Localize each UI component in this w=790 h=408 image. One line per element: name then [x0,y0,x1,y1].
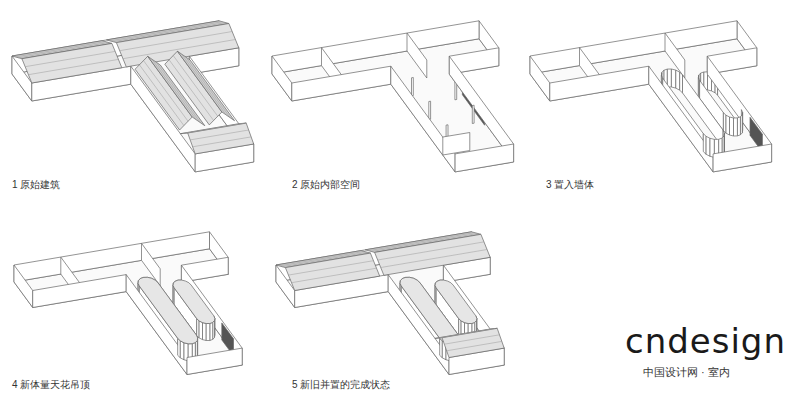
step-caption: 1 原始建筑 [12,179,60,191]
outer-wall [530,21,737,74]
roof-tile-line [183,124,242,134]
outer-wall [292,66,391,101]
roof-slope [165,51,222,125]
roof-tile-line [19,43,109,58]
roof-slope [188,123,254,154]
curved-wall [734,118,738,136]
roof-tile-line [186,57,231,118]
axonometric-drawing [272,21,514,172]
step-caption: 5 新旧并置的完成状态 [292,379,390,391]
logo-subtitle: 中国设计网 · 室内 [643,366,730,379]
curved-wall [203,323,207,341]
roof-tile-line [444,335,499,344]
roof-tile-line [182,54,227,115]
roof-tile-line [368,233,474,251]
outer-wall [14,265,33,308]
roof-slope [375,234,491,275]
roof-tile-line [28,59,118,74]
outer-wall [33,275,127,308]
column [472,105,474,123]
curved-wall [680,72,683,93]
roof-tile-line [437,329,492,338]
roof-tile-line [381,250,487,268]
outer-wall [530,56,550,101]
curved-wall [730,117,734,136]
roof-tile-line [288,261,373,275]
roof-tile-line [113,23,226,42]
curved-wall [726,115,730,135]
axonometric-drawing [14,232,242,375]
roof-tile-line [190,130,249,140]
column [429,101,431,119]
roof-slope [22,43,122,83]
step-caption: 4 新体量天花吊顶 [12,379,90,391]
outer-wall [391,66,455,172]
outer-wall [272,56,292,101]
curved-wall [737,117,740,136]
outer-wall [713,144,772,172]
curved-wall [723,113,726,134]
curved-wall [199,321,202,340]
outer-wall [187,348,242,374]
ceiling-volume [173,280,215,323]
curved-wall [180,341,184,360]
outer-wall [455,144,513,172]
roof-tile-line [292,268,377,283]
outer-wall [649,66,713,172]
roof-tile-line [193,137,252,147]
roof-tile-line [15,42,105,57]
partition-wall [407,33,427,78]
roof-tile-line [120,32,233,51]
roof-slope [442,328,504,357]
curved-wall [440,338,443,358]
roof-tile-line [110,22,222,41]
roof-tile-line [372,234,478,252]
roof-tile-line [447,341,502,350]
ceiling-volume [435,280,477,323]
roof-slope [285,253,379,290]
roof-tile-line [173,56,218,117]
curved-wall [671,69,675,88]
curved-wall [210,322,213,340]
curved-wall [706,136,710,156]
step-caption: 2 原始内部空间 [292,179,360,191]
roof-tile-line [169,60,214,121]
curved-wall [676,70,680,90]
axonometric-drawing [530,21,772,172]
axonometric-drawing [12,21,254,172]
logo-watermark: cndesign [625,322,786,360]
axonometric-drawing [276,232,504,375]
roof-tile-line [279,251,364,266]
column [412,78,414,96]
curved-wall [703,134,706,155]
roof-tile-line [25,51,115,66]
roof-tile-line [378,242,484,260]
step-caption: 3 置入墙体 [546,179,594,191]
curved-wall [197,319,199,338]
curved-wall [178,338,181,358]
curved-wall [667,69,671,87]
outer-wall [272,21,479,74]
partition-wall [443,133,470,156]
curved-wall [206,324,210,341]
roof-tile-line [282,252,367,266]
outer-wall [550,66,649,101]
outer-wall [14,232,210,282]
